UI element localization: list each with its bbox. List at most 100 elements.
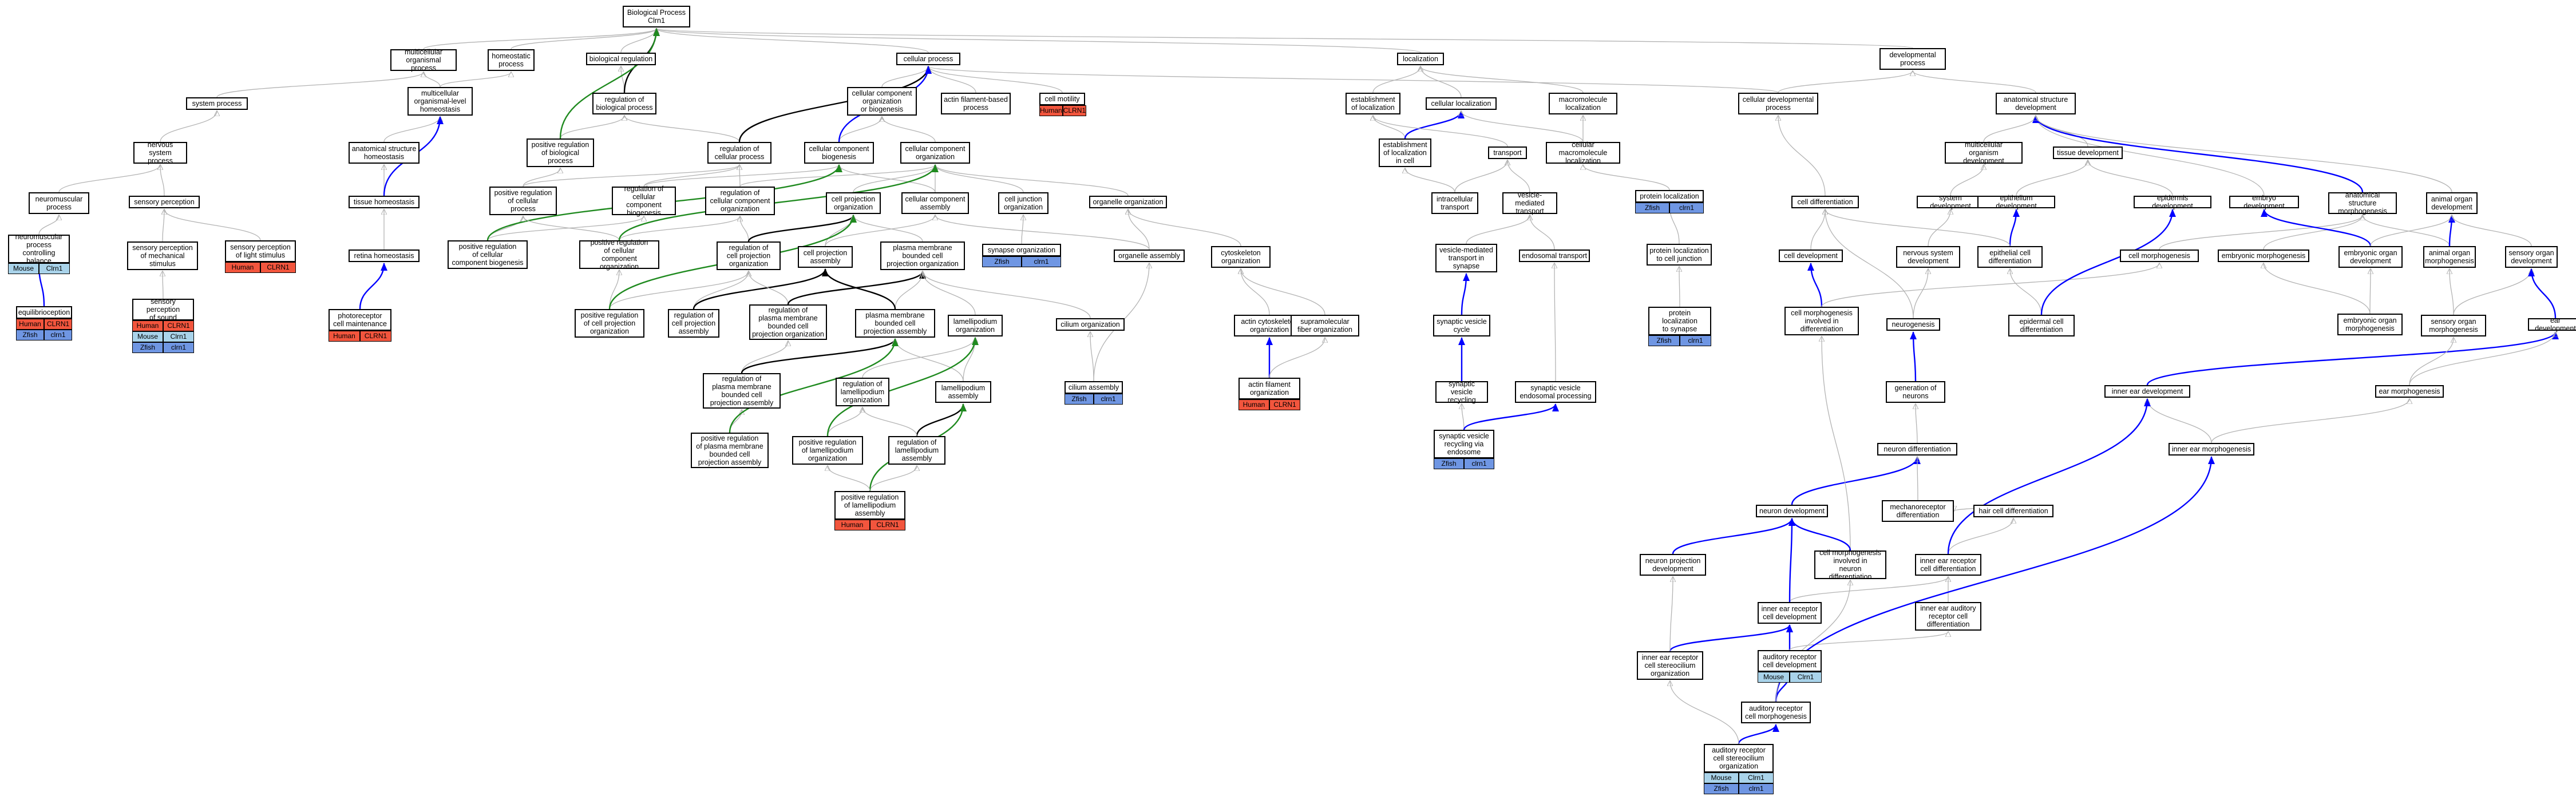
go-term-neurdev[interactable]: neuron development [1756,505,1828,517]
go-term-epidermcd[interactable]: epidermal cell differentiation [2008,315,2075,336]
go-term-genneur[interactable]: generation of neurons [1886,381,1945,403]
go-term-synorg[interactable]: synapse organization [982,244,1061,256]
go-term-retinahom[interactable]: retina homeostasis [349,249,420,262]
go-term-arcm[interactable]: auditory receptor cell morphogenesis [1741,702,1811,723]
go-term-cjo[interactable]: cell junction organization [998,192,1048,214]
go-term-localization[interactable]: localization [1397,53,1444,65]
go-term-mechdiff[interactable]: mechanoreceptor differentiation [1882,500,1954,522]
go-term-bp[interactable]: Biological Process Clrn1 [623,6,690,27]
go-term-sensper[interactable]: sensory perception [129,196,200,208]
go-term-ciliumorg[interactable]: cilium organization [1056,318,1125,331]
go-term-haircd[interactable]: hair cell differentiation [1973,505,2053,517]
go-term-tissuehom[interactable]: tissue homeostasis [349,196,420,208]
go-term-regbp[interactable]: regulation of biological process [592,93,656,114]
go-term-posreglamasm[interactable]: positive regulation of lamellipodium ass… [834,491,905,520]
go-term-cmacloc[interactable]: cellular macromolecule localization [1546,141,1620,165]
go-term-epicelldiff[interactable]: epithelial cell differentiation [1977,246,2043,268]
go-term-embmorph[interactable]: embryonic morphogenesis [2218,249,2309,262]
go-term-reglamasm[interactable]: regulation of lamellipodium assembly [888,436,945,465]
go-term-estloc[interactable]: establishment of localization [1346,93,1400,114]
go-term-posregpmbcpa[interactable]: positive regulation of plasma membrane b… [691,433,769,468]
go-term-homeostatic[interactable]: homeostatic process [488,49,535,71]
go-term-cellmorph[interactable]: cell morphogenesis [2120,249,2199,262]
go-term-arcdev[interactable]: auditory receptor cell development [1758,650,1822,672]
go-term-aomorph[interactable]: animal organ morphogenesis [2423,246,2476,268]
go-term-sps[interactable]: sensory perception of sound [132,298,194,322]
go-term-cpa[interactable]: cell projection assembly [798,246,853,268]
go-term-posregbp[interactable]: positive regulation of biological proces… [527,138,594,167]
go-term-nmpcb[interactable]: neuromuscular process controlling balanc… [8,233,70,265]
go-term-modev[interactable]: multicellular organism development [1945,141,2023,165]
go-term-nmp[interactable]: neuromuscular process [29,192,89,214]
go-term-posregcp[interactable]: positive regulation of cellular process [489,187,557,215]
go-term-eardev[interactable]: ear development [2528,316,2576,332]
go-term-posregcpo[interactable]: positive regulation of cell projection o… [575,309,644,338]
go-term-regpmbcpa[interactable]: regulation of plasma membrane bounded ce… [703,373,781,409]
go-term-emborgdev[interactable]: embryonic organ development [2338,246,2403,268]
go-term-spms[interactable]: sensory perception of mechanical stimulu… [127,241,198,270]
go-term-sensorgdev[interactable]: sensory organ development [2505,246,2558,268]
go-term-posreglamorg[interactable]: positive regulation of lamellipodium org… [792,436,863,465]
go-term-lamasm[interactable]: lamellipodium assembly [935,381,991,403]
go-term-emborgmorph[interactable]: embryonic organ morphogenesis [2337,314,2403,335]
go-term-epidev[interactable]: epithelium development [1977,194,2055,210]
go-term-iersso[interactable]: inner ear receptor cell stereocilium org… [1637,651,1703,680]
go-term-supfo[interactable]: supramolecular fiber organization [1291,315,1359,336]
go-term-endotrans[interactable]: endosomal transport [1519,249,1590,262]
go-term-iemorph[interactable]: inner ear morphogenesis [2169,443,2254,456]
go-term-cpo[interactable]: cell projection organization [826,192,881,214]
go-term-innerear[interactable]: inner ear development [2104,385,2190,398]
go-term-regcpa[interactable]: regulation of cell projection assembly [668,309,719,338]
go-term-regcp[interactable]: regulation of cellular process [707,142,771,164]
go-term-plts[interactable]: protein localization to synapse [1648,307,1711,335]
go-term-regcpo[interactable]: regulation of cell projection organizati… [717,241,781,270]
go-term-nsdev[interactable]: nervous system development [1896,246,1960,268]
go-term-cellmot[interactable]: cell motility [1039,93,1085,105]
go-term-mcoh[interactable]: multicellular organismal-level homeostas… [407,87,473,116]
go-term-synvep[interactable]: synaptic vesicle endosomal processing [1515,381,1596,403]
go-term-animorgdev[interactable]: animal organ development [2426,192,2478,214]
go-term-somorph[interactable]: sensory organ morphogenesis [2421,315,2486,336]
go-term-afbp[interactable]: actin filament-based process [941,93,1011,114]
go-term-cca[interactable]: cellular component assembly [901,192,969,214]
go-term-spls[interactable]: sensory perception of light stimulus [225,240,296,262]
go-term-ccbio[interactable]: cellular component biogenesis [804,142,874,164]
go-term-equil[interactable]: equilibrioception [16,306,72,319]
go-term-neurdiff[interactable]: neuron differentiation [1877,443,1957,456]
go-term-npd[interactable]: neuron projection development [1640,554,1706,576]
go-term-pmbcpa[interactable]: plasma membrane bounded cell projection … [855,309,935,338]
go-term-regpmbcpo[interactable]: regulation of plasma membrane bounded ce… [749,304,827,340]
go-term-ccorg[interactable]: cellular component organization [900,142,970,164]
go-term-transport[interactable]: transport [1488,146,1527,159]
go-term-celldev[interactable]: cell development [1779,249,1843,262]
go-term-orgasm[interactable]: organelle assembly [1114,249,1185,262]
go-term-mcp[interactable]: multicellular organismal process [390,48,457,72]
go-term-posregccb[interactable]: positive regulation of cellular componen… [448,240,528,269]
go-term-reglamorg[interactable]: regulation of lamellipodium organization [836,378,889,406]
go-term-epidermisdev[interactable]: epidermis development [2134,194,2211,210]
go-term-embdev[interactable]: embryo development [2229,194,2299,210]
go-term-iearcd[interactable]: inner ear auditory receptor cell differe… [1915,602,1981,631]
go-term-cytoorg[interactable]: cytoskeleton organization [1211,246,1271,268]
go-term-ciliumasm[interactable]: cilium assembly [1065,381,1123,394]
go-term-macloc[interactable]: macromolecule localization [1549,93,1617,114]
go-term-sysdev[interactable]: system development [1917,194,1984,210]
go-term-asdev[interactable]: anatomical structure development [1996,93,2076,114]
go-term-orgorg[interactable]: organelle organization [1089,196,1167,208]
go-term-afo[interactable]: actin filament organization [1238,378,1300,399]
go-term-asmorph[interactable]: anatomical structure morphogenesis [2328,191,2397,215]
go-term-synvr[interactable]: synaptic vesicle recycling [1435,380,1488,404]
go-term-posregcco[interactable]: positive regulation of cellular componen… [579,239,659,271]
go-term-pmbcpo[interactable]: plasma membrane bounded cell projection … [880,241,965,270]
go-term-plcj[interactable]: protein localization to cell junction [1647,244,1712,266]
go-term-celldevproc[interactable]: cellular developmental process [1738,93,1818,114]
go-term-tissuedev[interactable]: tissue development [2053,146,2123,159]
go-term-cellloc[interactable]: cellular localization [1426,97,1497,110]
go-term-lamorg[interactable]: lamellipodium organization [948,315,1003,336]
go-term-arcsso[interactable]: auditory receptor cell stereocilium orga… [1704,744,1774,773]
go-term-neurogenesis[interactable]: neurogenesis [1886,318,1940,331]
go-term-protloc[interactable]: protein localization [1635,190,1704,203]
go-term-svrve[interactable]: synaptic vesicle recycling via endosome [1434,430,1494,458]
go-term-iercdev[interactable]: inner ear receptor cell development [1758,602,1822,624]
go-term-vmt[interactable]: vesicle-mediated transport [1502,191,1557,215]
